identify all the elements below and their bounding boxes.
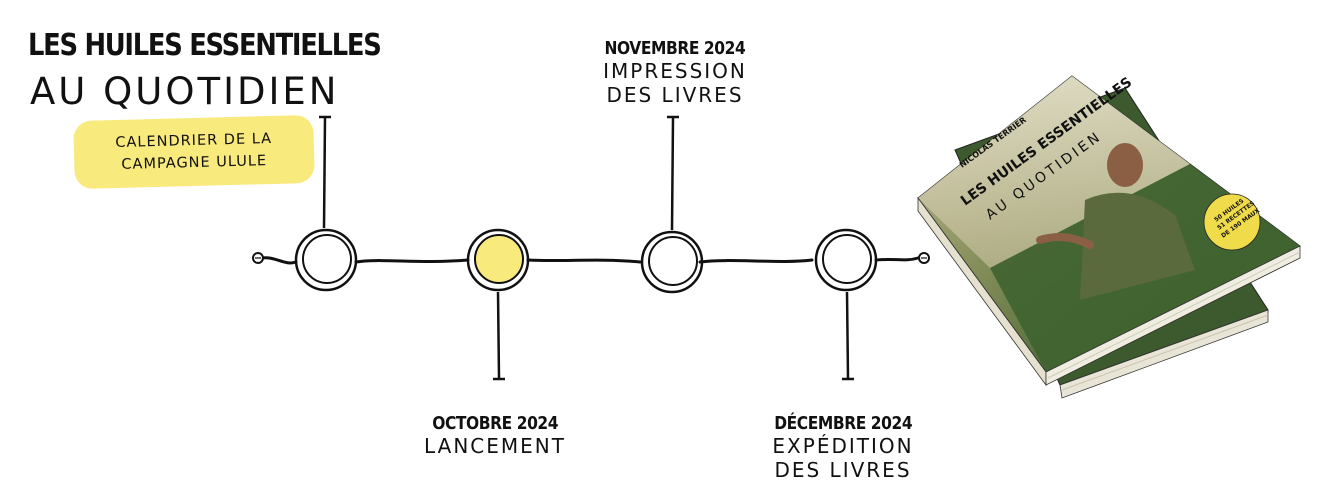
milestone-date: OCTOBRE 2024 [432,413,558,434]
milestone-label-line: IMPRESSION [603,59,747,83]
timeline-start-cap [252,252,264,264]
milestone-label-line: EXPÉDITION [772,434,914,458]
milestone-octobre: OCTOBRE 2024 LANCEMENT [395,413,595,458]
milestone-date: NOVEMBRE 2024 [604,38,746,59]
timeline-node-octobre [466,228,530,292]
connector-decembre [845,291,850,379]
timeline-end-cap [918,252,930,264]
milestone-decembre: DÉCEMBRE 2024 EXPÉDITION DES LIVRES [743,413,943,482]
timeline-node-start [294,228,358,292]
page-title: LES HUILES ESSENTIELLES [28,28,382,63]
milestone-novembre: NOVEMBRE 2024 IMPRESSION DES LIVRES [575,38,775,107]
timeline-node-novembre [640,230,704,294]
timeline-line [260,256,920,265]
milestone-label-line: LANCEMENT [424,434,566,458]
page-subtitle: AU QUOTIDIEN [30,70,340,113]
milestone-date: DÉCEMBRE 2024 [774,413,912,434]
timeline-node-decembre [814,228,878,292]
milestone-label-line: DES LIVRES [606,83,744,107]
connector-start [322,117,327,229]
connector-novembre [670,117,675,231]
book-illustration [917,75,1301,399]
milestone-label-line: DES LIVRES [774,458,912,482]
connector-octobre [496,291,501,379]
